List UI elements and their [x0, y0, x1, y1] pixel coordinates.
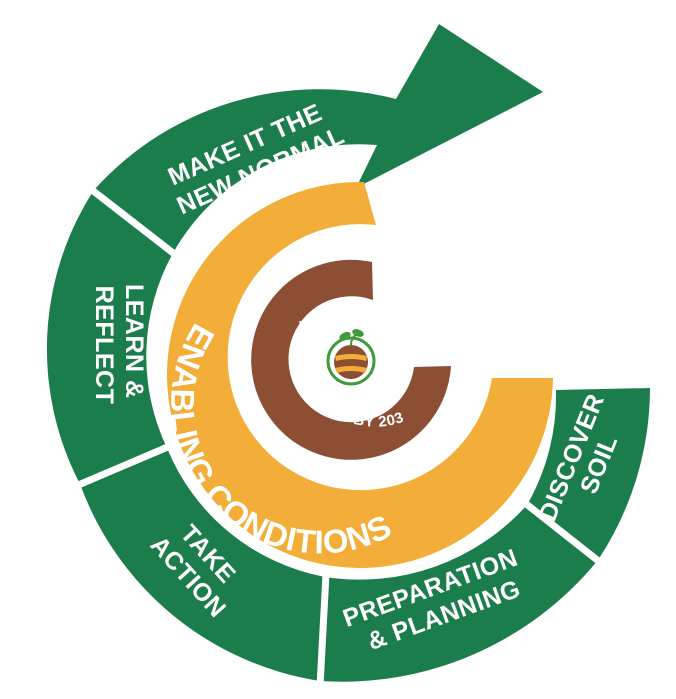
- discover-soil-segment: [527, 388, 650, 560]
- separator-line: [74, 442, 172, 490]
- preparation-and-planning-segment: [320, 505, 598, 682]
- make-it-the-new-normal-segment: [94, 24, 543, 253]
- take-action-segment: [80, 448, 325, 681]
- healthy-soil-logo-icon: [326, 329, 376, 386]
- healthy-soils-ring: [251, 259, 451, 460]
- enabling-conditions-ring: [167, 181, 553, 568]
- outer-ring: [46, 24, 650, 682]
- separator-line: [89, 187, 180, 259]
- separator-line: [316, 573, 330, 687]
- separator-line: [522, 500, 604, 566]
- learn-and-reflect-label: LEARN & REFLECT: [90, 284, 148, 406]
- learn-and-reflect-segment: [46, 190, 173, 484]
- segment-separators: [74, 187, 604, 687]
